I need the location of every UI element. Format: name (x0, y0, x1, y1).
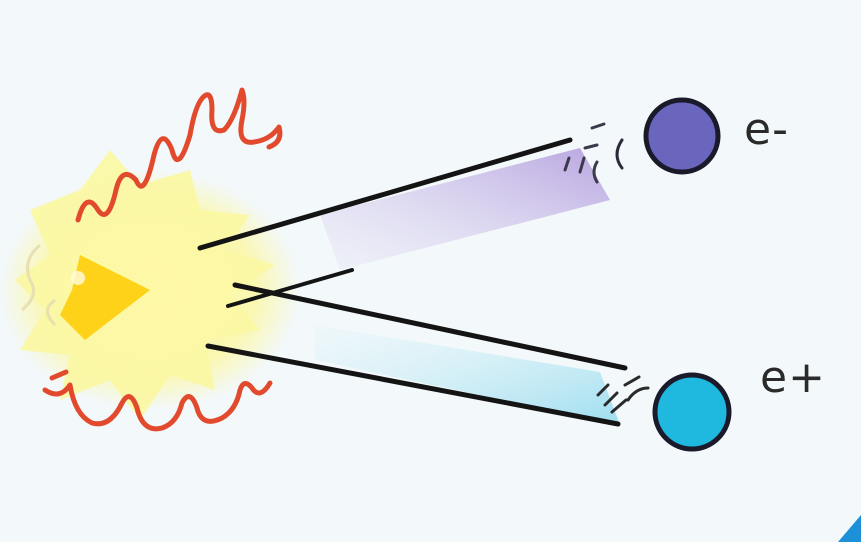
electron-motion-arcs (617, 140, 622, 168)
corner-accent (838, 515, 861, 542)
electron-label: e- (744, 108, 789, 152)
positron-particle (655, 375, 729, 449)
burst-speck (71, 271, 85, 285)
burst (0, 150, 300, 420)
positron-label: e+ (760, 356, 826, 400)
electron-particle (646, 100, 718, 172)
